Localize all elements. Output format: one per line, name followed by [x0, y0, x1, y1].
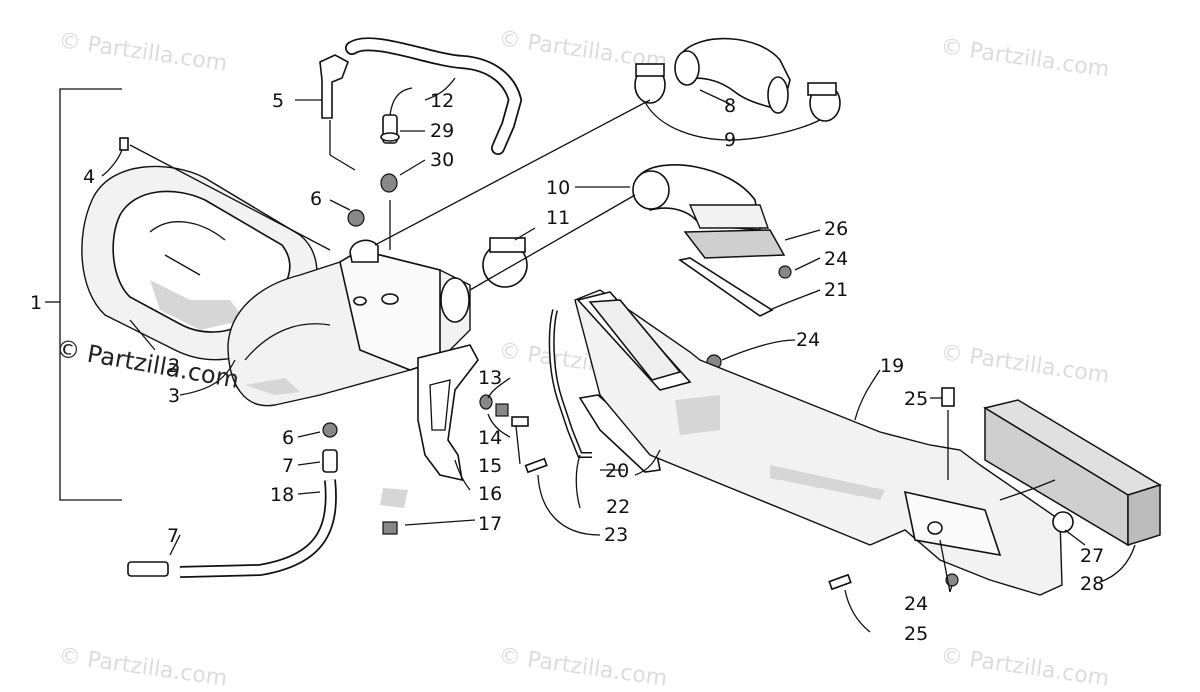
part-25-bolt-lower [828, 573, 852, 591]
callout-21: 21 [824, 279, 848, 301]
part-17-washer-nut [380, 488, 408, 535]
part-14-nut [495, 403, 509, 417]
part-3-airbox-housing [227, 239, 471, 407]
callout-12: 12 [430, 90, 454, 112]
part-20-clip-bracket [578, 394, 661, 473]
part-26-foam-pad [683, 229, 786, 259]
part-28-foam-filter [983, 399, 1162, 547]
callout-1: 1 [30, 292, 42, 314]
part-24-nut-upper [778, 265, 792, 279]
part-23-bolt [524, 457, 548, 474]
callout-11: 11 [546, 207, 570, 229]
callout-30: 30 [430, 149, 454, 171]
callout-9: 9 [724, 129, 736, 151]
part-22-support-rod [548, 309, 592, 458]
callout-17: 17 [478, 513, 502, 535]
callout-16: 16 [478, 483, 502, 505]
assembly-1-bracket [45, 88, 122, 501]
part-29-temp-sensor [380, 87, 413, 144]
part-19-intake-duct [574, 289, 1063, 596]
callout-24-middle: 24 [796, 329, 820, 351]
part-13-washer [479, 394, 493, 410]
callout-28: 28 [1080, 573, 1104, 595]
part-8-elbow-boot [674, 37, 791, 114]
part-6-grommet-lower [322, 422, 338, 438]
callout-14: 14 [478, 427, 502, 449]
callout-4: 4 [83, 166, 95, 188]
part-4-screw [119, 137, 129, 151]
part-9-clamp-left [634, 63, 666, 104]
part-7-fitting-upper [322, 449, 338, 473]
callout-26: 26 [824, 218, 848, 240]
part-21-plate [678, 257, 774, 317]
callout-25-upper: 25 [904, 388, 928, 410]
callout-3: 3 [168, 385, 180, 407]
callout-labels: 1 2 3 4 5 6 6 7 7 8 9 10 11 12 13 14 15 … [30, 90, 1104, 645]
part-25-bolt-upper [941, 387, 955, 407]
callout-10: 10 [546, 177, 570, 199]
callout-6-upper: 6 [310, 188, 322, 210]
callout-5: 5 [272, 90, 284, 112]
callout-7-upper: 7 [282, 455, 294, 477]
part-12-breather-hose [345, 37, 523, 155]
callout-24-upper: 24 [824, 248, 848, 270]
callout-6-lower: 6 [282, 427, 294, 449]
callout-23: 23 [604, 524, 628, 546]
callout-24-lower: 24 [904, 593, 928, 615]
callout-29: 29 [430, 120, 454, 142]
callout-20: 20 [605, 460, 629, 482]
callout-25-lower: 25 [904, 623, 928, 645]
part-11-clamp [482, 237, 528, 288]
part-9-clamp-right [807, 82, 841, 122]
part-15-screw [511, 416, 529, 427]
part-10-intake-boot [632, 164, 769, 231]
part-5-elbow-fitting [319, 54, 349, 119]
callout-7-lower: 7 [167, 525, 179, 547]
callout-22: 22 [606, 496, 630, 518]
part-16-mount-bracket [417, 344, 479, 482]
callout-15: 15 [478, 455, 502, 477]
callout-27: 27 [1080, 545, 1104, 567]
callout-8: 8 [724, 95, 736, 117]
part-30-grommet [380, 173, 398, 193]
callout-2: 2 [168, 355, 180, 377]
leader-lines [101, 77, 1136, 633]
callout-19: 19 [880, 355, 904, 377]
part-7-fitting-lower [127, 561, 169, 577]
callout-13: 13 [478, 367, 502, 389]
part-27-plug [1052, 511, 1074, 533]
callout-18: 18 [270, 484, 294, 506]
part-6-grommet-upper [347, 209, 365, 227]
part-18-drain-hose [179, 479, 337, 578]
